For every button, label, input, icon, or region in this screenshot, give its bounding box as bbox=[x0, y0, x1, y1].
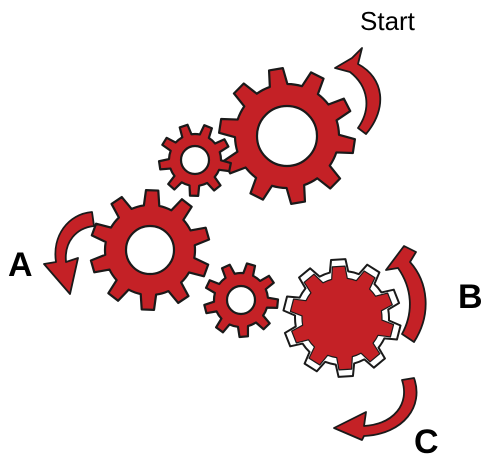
arrow-shape bbox=[43, 211, 95, 295]
label-a: A bbox=[8, 246, 33, 284]
gear-body bbox=[89, 189, 211, 311]
gear-body bbox=[289, 265, 395, 371]
gear-body bbox=[157, 123, 232, 197]
rotation-arrow-b bbox=[385, 245, 427, 343]
gear-body bbox=[217, 67, 357, 205]
arrow-shape bbox=[334, 47, 382, 135]
rotation-arrow-a bbox=[43, 211, 95, 295]
label-start: Start bbox=[360, 6, 416, 36]
label-b: B bbox=[458, 278, 483, 316]
arrow-shape bbox=[385, 245, 427, 343]
gear-b-solid bbox=[282, 258, 402, 378]
arrow-shape bbox=[333, 377, 418, 441]
gear-body bbox=[203, 262, 280, 339]
gear-a-small bbox=[203, 262, 280, 339]
gear-start-large bbox=[217, 67, 357, 205]
rotation-arrow-start bbox=[334, 47, 382, 135]
gear-start-small bbox=[157, 123, 232, 197]
label-c: C bbox=[414, 423, 439, 461]
gear-a-large bbox=[89, 189, 211, 311]
rotation-arrow-c bbox=[333, 377, 418, 441]
